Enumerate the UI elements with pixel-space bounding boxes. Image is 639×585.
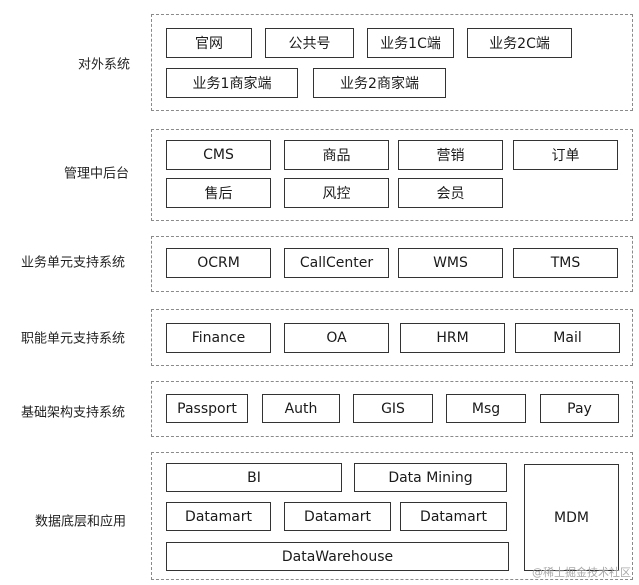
system-box-data-mining: Data Mining	[354, 463, 507, 492]
layer-frame-external	[151, 14, 633, 111]
layer-label-business-support: 业务单元支持系统	[21, 255, 126, 271]
system-box-members: 会员	[398, 178, 503, 208]
layer-frame-function-support	[151, 309, 633, 366]
system-box-oa: OA	[284, 323, 389, 353]
system-box-mail: Mail	[515, 323, 620, 353]
system-box-finance: Finance	[166, 323, 271, 353]
system-box-hrm: HRM	[400, 323, 505, 353]
layer-frame-business-support	[151, 236, 633, 292]
system-box-mdm: MDM	[524, 464, 619, 571]
layer-frame-infrastructure	[151, 381, 633, 437]
system-box-datamart-2: Datamart	[284, 502, 391, 531]
layer-label-data: 数据底层和应用	[35, 514, 127, 530]
system-box-wms: WMS	[398, 248, 503, 278]
layer-label-function-support: 职能单元支持系统	[21, 331, 126, 347]
system-box-marketing: 营销	[398, 140, 503, 170]
layer-label-infrastructure: 基础架构支持系统	[21, 405, 126, 421]
layer-label-admin: 管理中后台	[64, 166, 130, 182]
system-box-ocrm: OCRM	[166, 248, 271, 278]
layer-frame-admin	[151, 129, 633, 221]
system-box-msg: Msg	[446, 394, 526, 423]
system-box-biz2-c-end: 业务2C端	[467, 28, 572, 58]
system-box-after-sales: 售后	[166, 178, 271, 208]
system-box-public-account: 公共号	[265, 28, 354, 58]
system-box-passport: Passport	[166, 394, 248, 423]
system-box-pay: Pay	[540, 394, 619, 423]
system-box-callcenter: CallCenter	[284, 248, 389, 278]
system-box-auth: Auth	[262, 394, 340, 423]
system-box-biz1-c-end: 业务1C端	[367, 28, 454, 58]
system-box-gis: GIS	[353, 394, 433, 423]
system-box-website: 官网	[166, 28, 252, 58]
system-box-tms: TMS	[513, 248, 618, 278]
system-box-biz1-merchant: 业务1商家端	[166, 68, 298, 98]
layer-label-external: 对外系统	[78, 57, 131, 73]
system-box-goods: 商品	[284, 140, 389, 170]
system-box-bi: BI	[166, 463, 342, 492]
system-box-datamart-1: Datamart	[166, 502, 271, 531]
system-box-orders: 订单	[513, 140, 618, 170]
system-box-cms: CMS	[166, 140, 271, 170]
system-box-datawarehouse: DataWarehouse	[166, 542, 509, 571]
system-box-datamart-3: Datamart	[400, 502, 507, 531]
watermark-text: @稀土掘金技术社区	[532, 566, 631, 579]
layer-frame-data	[151, 452, 633, 580]
system-box-biz2-merchant: 业务2商家端	[313, 68, 446, 98]
system-box-risk-control: 风控	[284, 178, 389, 208]
